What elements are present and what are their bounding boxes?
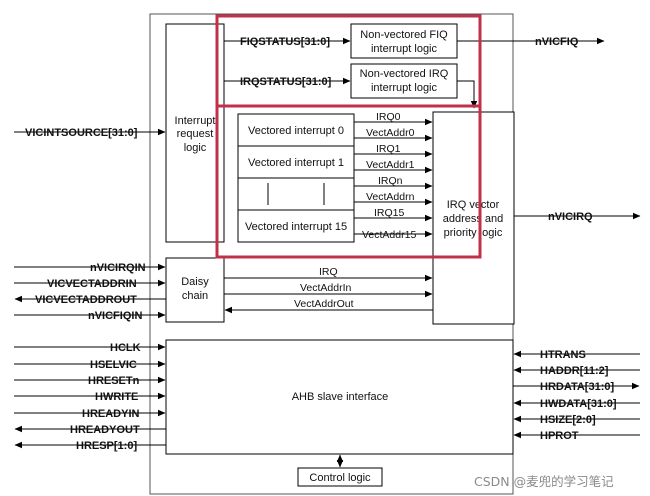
- control-logic-box: [297, 467, 383, 487]
- nvicfiqin-label: nVICFIQIN: [88, 310, 142, 322]
- control-logic-label: Control logic: [309, 472, 371, 484]
- fiq-logic-box: [350, 23, 458, 59]
- vectored-interrupt-0-label: Vectored interrupt 0: [248, 125, 344, 137]
- irq0-label: IRQ0: [376, 111, 401, 123]
- hsize-label: HSIZE[2:0]: [540, 414, 596, 426]
- irq15-label: IRQ15: [374, 207, 405, 219]
- daisy-chain-label-1: Daisy: [181, 276, 209, 288]
- daisy-vectaddrin-label: VectAddrIn: [300, 282, 352, 294]
- hprot-label: HPROT: [540, 430, 579, 442]
- watermark: CSDN @麦兜的学习笔记: [474, 474, 614, 489]
- hreadyout-label: HREADYOUT: [70, 424, 140, 436]
- daisy-irq-label: IRQ: [319, 266, 338, 278]
- ahb-slave-interface-box: [165, 339, 514, 455]
- vectaddr1-label: VectAddr1: [366, 159, 415, 171]
- vectored-interrupt-15-label: Vectored interrupt 15: [245, 221, 347, 233]
- irqn-label: IRQn: [378, 175, 403, 187]
- vectored-interrupt-1-label: Vectored interrupt 1: [248, 157, 344, 169]
- hclk-label: HCLK: [110, 342, 141, 354]
- irq-logic-label-1: Non-vectored IRQ: [360, 68, 449, 80]
- fiq-logic-label-2: interrupt logic: [371, 43, 438, 55]
- fiqstatus-label: FIQSTATUS[31:0]: [240, 36, 330, 48]
- interrupt-request-label-2: request: [177, 128, 214, 140]
- daisy-chain-label-2: chain: [182, 290, 208, 302]
- daisy-chain-box: [165, 257, 225, 323]
- htrans-label: HTRANS: [540, 349, 586, 361]
- irq-vector-label-1: IRQ vector: [447, 199, 500, 211]
- hwdata-label: HWDATA[31:0]: [540, 398, 617, 410]
- fiq-logic-label-1: Non-vectored FIQ: [360, 29, 448, 41]
- hresetn-label: HRESETn: [88, 375, 140, 387]
- hselvic-label: HSELVIC: [90, 359, 137, 371]
- interrupt-request-box: [165, 23, 225, 243]
- hresp-label: HRESP[1:0]: [76, 440, 137, 452]
- nvicirq-label: nVICIRQ: [548, 211, 593, 223]
- hreadyin-label: HREADYIN: [82, 408, 140, 420]
- irq-vector-label-2: address and: [443, 213, 504, 225]
- vectored-interrupt-15-box: [237, 209, 355, 243]
- hwrite-label: HWRITE: [95, 391, 138, 403]
- highlight-vectored: [215, 104, 482, 259]
- irq-logic-to-vector-arrow: [457, 80, 478, 109]
- daisy-vectaddrout-label: VectAddrOut: [294, 298, 354, 310]
- nvicfiq-label: nVICFIQ: [535, 36, 579, 48]
- nvicirqin-label: nVICIRQIN: [90, 262, 146, 274]
- vectaddr15-label: VectAddr15: [362, 229, 416, 241]
- interrupt-request-label-1: Interrupt: [175, 115, 216, 127]
- irq-vector-label-3: priority logic: [444, 227, 503, 239]
- hrdata-label: HRDATA[31:0]: [540, 381, 614, 393]
- irq1-label: IRQ1: [376, 143, 401, 155]
- vectored-interrupt-n-box: [237, 177, 355, 211]
- haddr-label: HADDR[11:2]: [540, 365, 609, 377]
- interrupt-request-label-3: logic: [184, 142, 207, 154]
- vectored-interrupt-0-box: [237, 113, 355, 147]
- irqstatus-label: IRQSTATUS[31:0]: [240, 76, 332, 88]
- vectaddr0-label: VectAddr0: [366, 127, 415, 139]
- irq-vector-box: [432, 111, 515, 325]
- vicvectaddrin-label: VICVECTADDRIN: [47, 278, 137, 290]
- irq-logic-box: [350, 63, 458, 99]
- vectaddrn-label: VectAddrn: [366, 191, 415, 203]
- irq-logic-label-2: interrupt logic: [371, 82, 438, 94]
- vicintsource-label: VICINTSOURCE[31:0]: [25, 127, 138, 139]
- vicvectaddrout-label: VICVECTADDROUT: [35, 294, 137, 306]
- ahb-slave-interface-label: AHB slave interface: [292, 391, 389, 403]
